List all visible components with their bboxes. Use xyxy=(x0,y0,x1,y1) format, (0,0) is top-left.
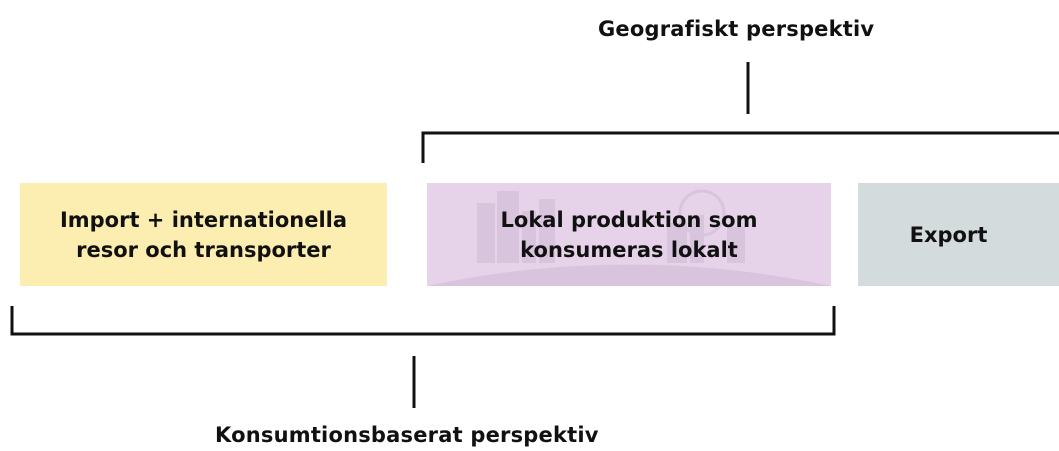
export-box: Export xyxy=(858,183,1059,286)
local-production-box: Lokal produktion som konsumeras lokalt xyxy=(427,183,831,286)
import-box: Import + internationella resor och trans… xyxy=(20,183,387,286)
import-box-label: Import + internationella resor och trans… xyxy=(59,207,348,262)
export-box-label: Export xyxy=(909,222,988,247)
city-skyline-illustration xyxy=(427,189,831,286)
consumption-perspective-label: Konsumtionsbaserat perspektiv xyxy=(215,423,599,447)
geographic-bracket xyxy=(421,131,1059,163)
consumption-bracket xyxy=(10,306,836,336)
geographic-perspective-label: Geografiskt perspektiv xyxy=(598,17,875,41)
local-production-box-label: Lokal produktion som konsumeras lokalt xyxy=(500,207,758,262)
